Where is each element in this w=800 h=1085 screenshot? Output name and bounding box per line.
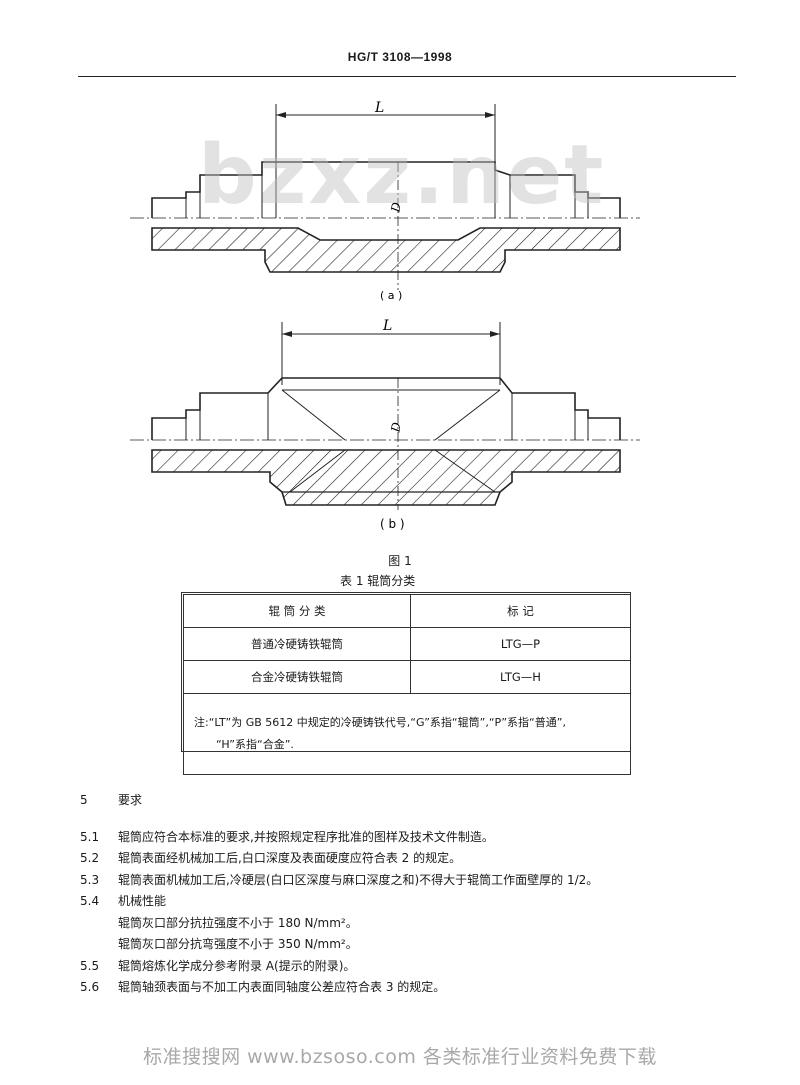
clause-text: 辊筒轴颈表面与不加工内表面同轴度公差应符合表 3 的规定。 bbox=[118, 980, 446, 994]
table-title: 表 1 辊筒分类 bbox=[340, 574, 416, 588]
roller-drawing: L D ( a ) L bbox=[130, 100, 640, 531]
figure-caption: 图 1 bbox=[388, 554, 412, 568]
clause-text: 辊筒表面经机械加工后,白口深度及表面硬度应符合表 2 的规定。 bbox=[118, 851, 462, 865]
section-requirements: 5 要求 5.1 辊筒应符合本标准的要求,并按照规定程序批准的图样及技术文件制造… bbox=[80, 790, 740, 999]
figure-label-a: ( a ) bbox=[380, 289, 402, 302]
clause: 5.6 辊筒轴颈表面与不加工内表面同轴度公差应符合表 3 的规定。 bbox=[80, 977, 740, 999]
dimension-label-a: L bbox=[374, 100, 384, 116]
figure-a: L D ( a ) bbox=[130, 100, 640, 302]
table-cell-category: 合金冷硬铸铁辊筒 bbox=[183, 660, 411, 694]
clause-number: 5.5 bbox=[80, 958, 100, 973]
clause-number: 5.2 bbox=[80, 851, 100, 865]
clause-subline: 辊筒灰口部分抗弯强度不小于 350 N/mm²。 bbox=[118, 937, 358, 951]
table-cell-category: 普通冷硬铸铁辊筒 bbox=[183, 627, 411, 661]
clause: 5.5 辊筒熔炼化学成分参考附录 A(提示的附录)。 bbox=[80, 956, 740, 978]
standard-number-header: HG/T 3108—1998 bbox=[347, 50, 453, 64]
header-rule bbox=[78, 76, 736, 77]
table-note-row: 注:“LT”为 GB 5612 中规定的冷硬铸铁代号,“G”系指“辊筒”,“P”… bbox=[183, 693, 631, 775]
footer-watermark: 标准搜搜网 www.bzsoso.com 各类标准行业资料免费下载 bbox=[143, 1046, 657, 1068]
diameter-label-b: D bbox=[388, 421, 404, 434]
diameter-label-a: D bbox=[388, 201, 404, 214]
figure-label-b: ( b ) bbox=[380, 517, 405, 531]
table-note: 注:“LT”为 GB 5612 中规定的冷硬铸铁代号,“G”系指“辊筒”,“P”… bbox=[183, 693, 631, 775]
table-header-row: 辊 筒 分 类 标 记 bbox=[183, 594, 631, 628]
clause-number: 5.3 bbox=[80, 872, 100, 887]
figure-b: L D ( b ) bbox=[130, 318, 640, 531]
table-note-line-1: 注:“LT”为 GB 5612 中规定的冷硬铸铁代号,“G”系指“辊筒”,“P”… bbox=[194, 716, 566, 729]
table-row: 合金冷硬铸铁辊筒 LTG—H bbox=[183, 660, 631, 694]
clause-text: 辊筒表面机械加工后,冷硬层(白口区深度与麻口深度之和)不得大于辊筒工作面壁厚的 … bbox=[118, 872, 599, 887]
section-heading: 5 要求 bbox=[80, 790, 740, 812]
table-cell-mark: LTG—H bbox=[410, 660, 631, 694]
classification-table: 辊 筒 分 类 标 记 普通冷硬铸铁辊筒 LTG—P 合金冷硬铸铁辊筒 LTG—… bbox=[183, 594, 631, 775]
table-header-category: 辊 筒 分 类 bbox=[183, 594, 411, 628]
section-title: 要求 bbox=[118, 793, 143, 807]
clause-text: 辊筒熔炼化学成分参考附录 A(提示的附录)。 bbox=[118, 958, 356, 973]
table-note-line-2: “H”系指“合金”. bbox=[216, 738, 294, 751]
clause-number: 5.6 bbox=[80, 980, 100, 994]
clause-number: 5.4 bbox=[80, 894, 100, 908]
clause-text: 辊筒应符合本标准的要求,并按照规定程序批准的图样及技术文件制造。 bbox=[118, 829, 494, 844]
table-cell-mark: LTG—P bbox=[410, 627, 631, 661]
clause: 5.2 辊筒表面经机械加工后,白口深度及表面硬度应符合表 2 的规定。 bbox=[80, 848, 740, 870]
clause-number: 5.1 bbox=[80, 829, 100, 844]
clause-text: 机械性能 bbox=[118, 894, 167, 908]
clause: 5.3 辊筒表面机械加工后,冷硬层(白口区深度与麻口深度之和)不得大于辊筒工作面… bbox=[80, 870, 740, 892]
clause-subline: 辊筒灰口部分抗拉强度不小于 180 N/mm²。 bbox=[118, 915, 358, 930]
clause: 5.4 机械性能 bbox=[80, 891, 740, 913]
dimension-label-b: L bbox=[382, 318, 392, 334]
clause: 5.1 辊筒应符合本标准的要求,并按照规定程序批准的图样及技术文件制造。 bbox=[80, 827, 740, 849]
table-row: 普通冷硬铸铁辊筒 LTG—P bbox=[183, 627, 631, 661]
section-number: 5 bbox=[80, 793, 88, 807]
table-header-mark: 标 记 bbox=[410, 594, 631, 628]
